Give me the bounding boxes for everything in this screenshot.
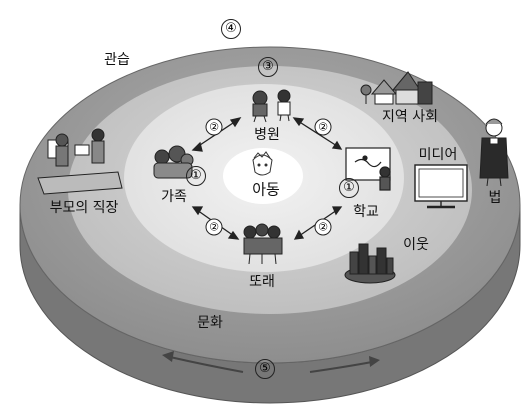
node-school-label: 학교 [353,204,379,220]
school-board-icon [345,147,391,191]
marker-link-family-peers: ② [205,218,223,236]
marker-link-school-peers: ② [314,218,332,236]
monitor-icon [414,164,468,209]
marker-school-microsystem: ① [339,178,359,198]
node-family-label: 가족 [161,189,187,205]
neighbor-buildings-icon [344,243,396,284]
peer-group-icon [243,223,283,265]
custom-label: 관습 [104,52,130,68]
marker-middle-ring: ③ [258,57,278,77]
culture-label: 문화 [197,315,223,331]
parents-office-icon [37,128,123,195]
law-label: 법 [488,190,502,206]
node-media-label: 미디어 [418,147,458,163]
node-community-label: 지역 사회 [382,109,438,125]
center-circle [223,148,303,204]
marker-family-microsystem: ① [186,166,206,186]
child-icon [252,151,273,176]
marker-link-hospital-family: ② [205,118,223,136]
marker-time: ⑤ [255,359,275,379]
hospital-figures-icon [252,89,291,123]
judge-icon [479,118,509,187]
community-houses-icon [360,71,433,105]
node-hospital-label: 병원 [254,127,280,143]
node-parents-work-label: 부모의 직장 [49,200,119,216]
time-arrow-left [162,351,244,373]
node-neighbors-label: 이웃 [403,237,429,253]
center-label: 아동 [252,180,280,199]
time-arrow-right [309,356,380,373]
node-peers-label: 또래 [249,274,275,290]
marker-link-hospital-school: ② [314,118,332,136]
marker-outer-ring: ④ [221,19,241,39]
family-figures-icon [153,145,194,179]
